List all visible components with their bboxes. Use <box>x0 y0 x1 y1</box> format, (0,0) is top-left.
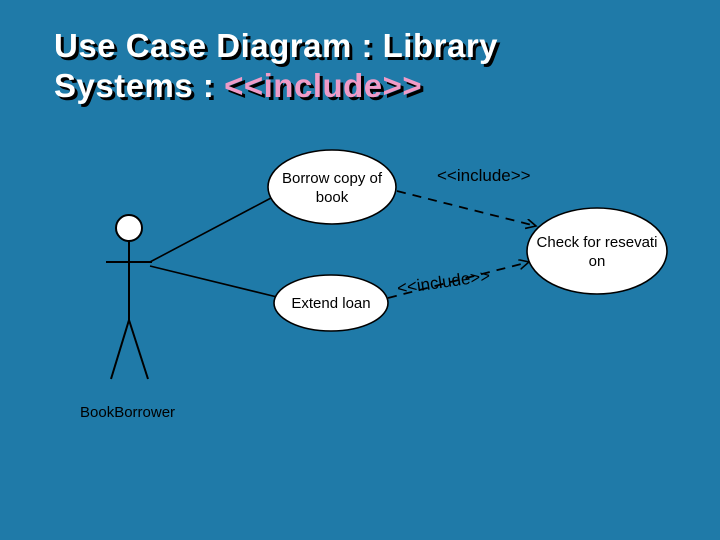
actor-head <box>115 214 143 242</box>
include-arrow-extend-check <box>387 262 529 299</box>
actor-left-leg <box>110 319 130 380</box>
use-case-borrow-label-line1: Borrow copy of <box>282 170 383 187</box>
use-case-borrow-label-line2: book <box>316 189 349 206</box>
actor-figure: BookBorrower <box>80 214 175 421</box>
use-case-check-label-line1: Check for resevati <box>537 234 658 251</box>
use-case-extend: Extend loan <box>273 274 389 332</box>
use-case-extend-ellipse <box>273 274 389 332</box>
use-case-borrow: Borrow copy of book <box>267 149 397 225</box>
slide-title: Use Case Diagram : Library Systems : <<i… <box>54 26 498 105</box>
use-case-check-label-line2: on <box>589 253 606 270</box>
association-actor-borrow <box>149 197 272 263</box>
use-case-check-ellipse <box>526 207 668 295</box>
use-case-borrow-ellipse <box>267 149 397 225</box>
include-arrow-borrow-check <box>396 190 536 226</box>
slide-title-include-highlight: <<include>> <box>224 66 423 104</box>
use-case-check: Check for resevati on <box>526 207 668 295</box>
slide-title-line2-prefix: Systems : <box>54 66 225 104</box>
include-label-top: <<include>> <box>437 166 531 185</box>
slide-title-line2: Systems : <<include>> <box>54 66 498 106</box>
actor-right-leg <box>128 319 149 380</box>
include-label-bottom: <<include>> <box>396 266 491 298</box>
use-case-extend-label: Extend loan <box>291 295 370 312</box>
association-actor-extend <box>149 265 278 298</box>
slide-title-line1: Use Case Diagram : Library <box>54 27 499 64</box>
actor-label: BookBorrower <box>80 404 175 421</box>
